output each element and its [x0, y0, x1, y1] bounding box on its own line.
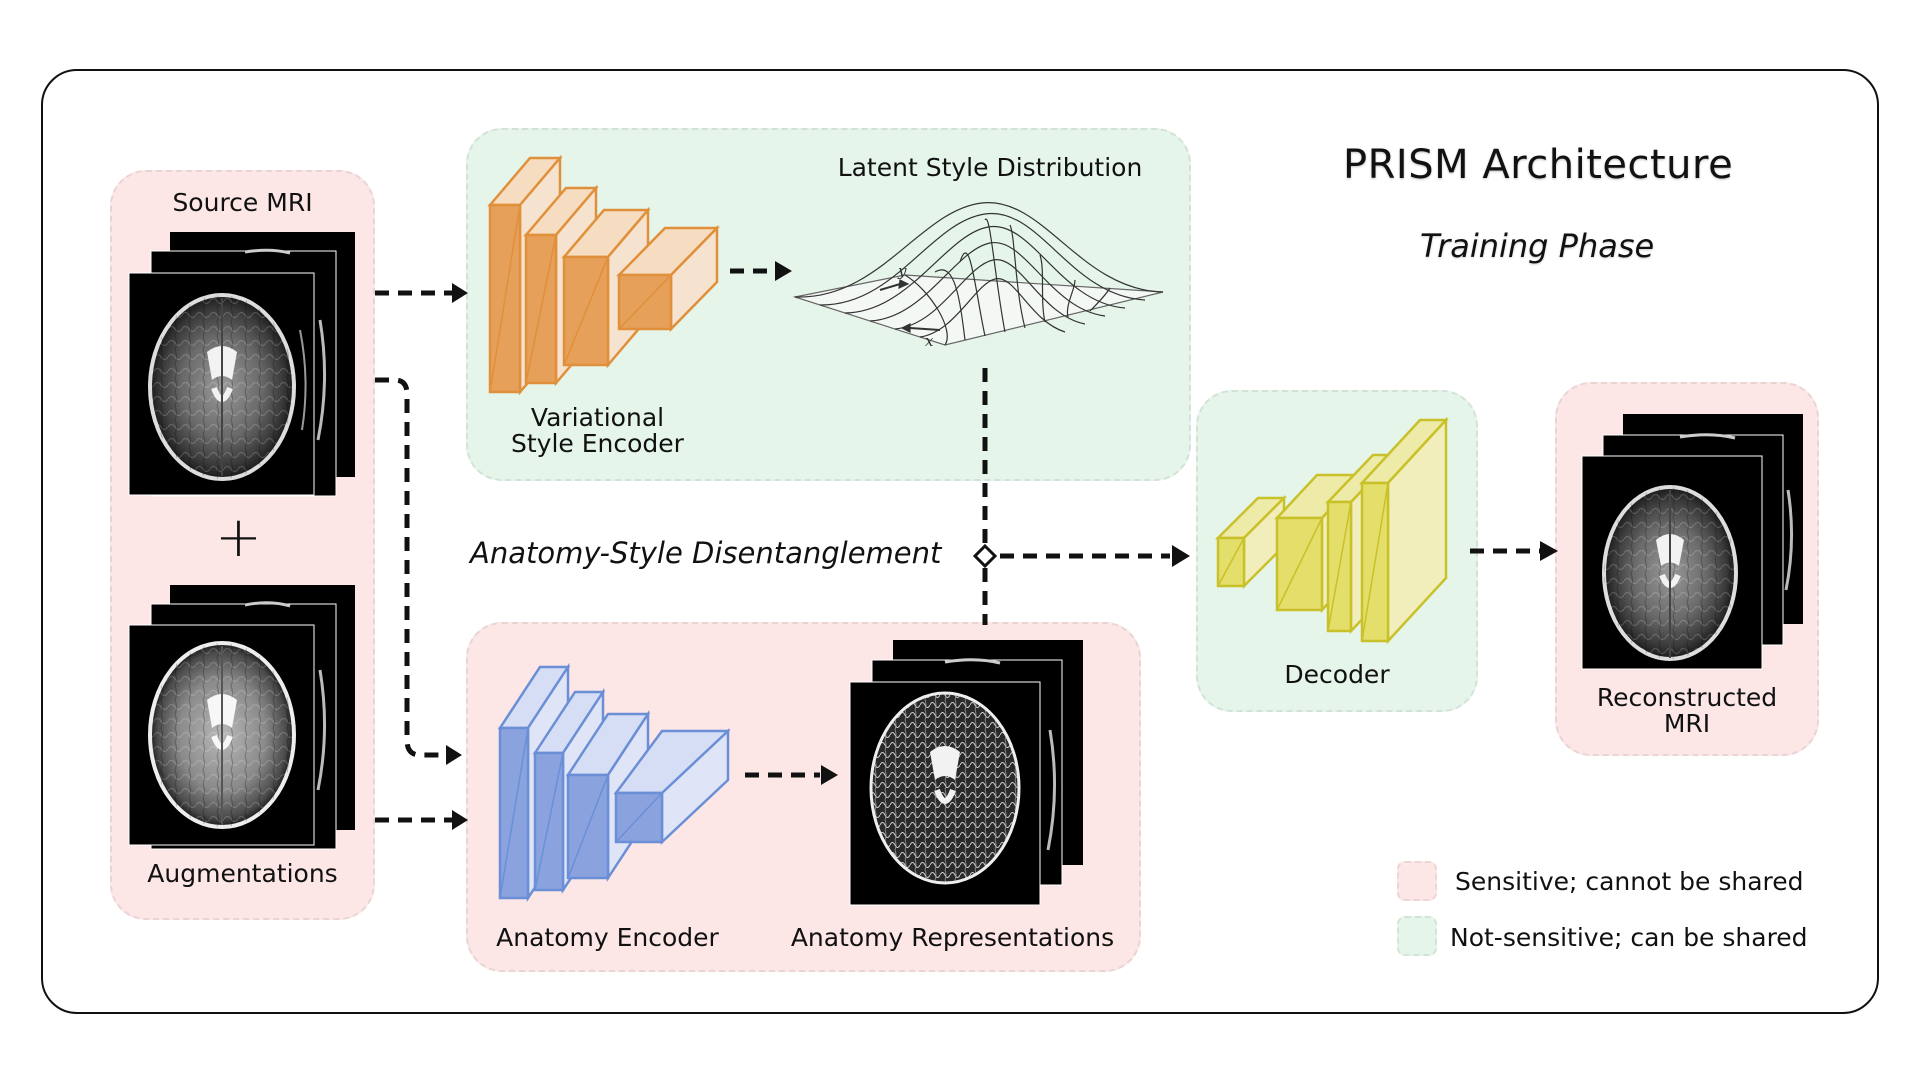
- latent-style-label: Latent Style Distribution: [837, 153, 1143, 182]
- legend-sensitive-swatch: [1397, 861, 1437, 901]
- style-encoder-label: Variational Style Encoder: [511, 403, 684, 459]
- decoder-blocks: [1214, 416, 1449, 645]
- anatomy-representations-label: Anatomy Representations: [790, 923, 1115, 952]
- latent-gaussian-mesh: [792, 202, 1164, 346]
- legend-not-sensitive-swatch: [1397, 916, 1437, 956]
- flow-arrows: [375, 268, 1540, 823]
- diagram-title: PRISM Architecture: [1343, 142, 1734, 188]
- anatomy-representations-stack: [849, 640, 1083, 906]
- source-mri-stack: [128, 232, 355, 497]
- anatomy-encoder-label: Anatomy Encoder: [496, 923, 719, 952]
- style-encoder-blocks: [487, 154, 720, 396]
- reconstructed-mri-label: Reconstructed MRI: [1596, 683, 1778, 739]
- latent-axis-y: y: [897, 262, 907, 280]
- decoder-label: Decoder: [1284, 660, 1390, 689]
- diagram-subtitle: Training Phase: [1420, 227, 1655, 265]
- legend-not-sensitive-text: Not-sensitive; can be shared: [1450, 923, 1808, 952]
- reconstructed-mri-stack: [1581, 414, 1803, 670]
- arrow-heads: [446, 261, 1558, 830]
- plus-sign: +: [215, 505, 262, 570]
- source-mri-label: Source MRI: [172, 188, 313, 217]
- anatomy-encoder-blocks: [497, 662, 731, 903]
- merge-node: [972, 543, 998, 569]
- latent-axis-x: x: [925, 332, 934, 350]
- augmentations-label: Augmentations: [147, 859, 338, 888]
- disentanglement-label: Anatomy-Style Disentanglement: [470, 536, 942, 570]
- legend-sensitive-text: Sensitive; cannot be shared: [1455, 867, 1804, 896]
- augmentations-stack: [128, 585, 355, 850]
